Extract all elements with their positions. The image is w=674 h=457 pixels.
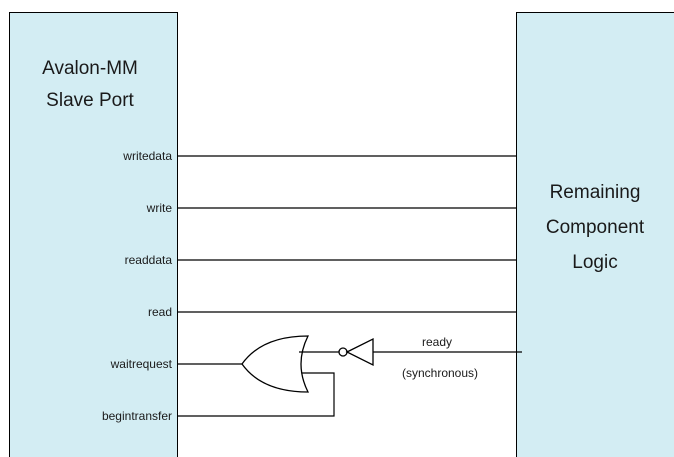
component-logic-title-line-3: Logic bbox=[572, 252, 617, 273]
wire-begintransfer bbox=[177, 372, 335, 417]
inverter-symbol bbox=[338, 337, 374, 367]
component-logic-block: Remaining Component Logic bbox=[516, 12, 674, 457]
slave-port-title-line-2: Slave Port bbox=[46, 90, 134, 111]
signal-label-writedata: writedata bbox=[122, 149, 172, 163]
component-logic-box bbox=[516, 12, 674, 457]
slave-port-box bbox=[9, 12, 178, 457]
ready-sublabel: (synchronous) bbox=[402, 366, 478, 380]
component-logic-title-line-2: Component bbox=[546, 217, 645, 238]
signal-label-read: read bbox=[148, 305, 172, 319]
inverter-triangle bbox=[345, 337, 374, 367]
signal-label-write: write bbox=[146, 201, 173, 215]
ready-label: ready bbox=[422, 335, 452, 349]
or-gate-symbol bbox=[241, 335, 310, 393]
signal-label-readdata: readdata bbox=[125, 253, 173, 267]
signal-label-begintransfer: begintransfer bbox=[102, 409, 172, 423]
component-logic-title-line-1: Remaining bbox=[550, 182, 641, 203]
slave-port-block: Avalon-MM Slave Port writedata write rea… bbox=[9, 12, 178, 457]
slave-port-title-line-1: Avalon-MM bbox=[42, 58, 138, 79]
signal-label-waitrequest: waitrequest bbox=[110, 357, 173, 371]
